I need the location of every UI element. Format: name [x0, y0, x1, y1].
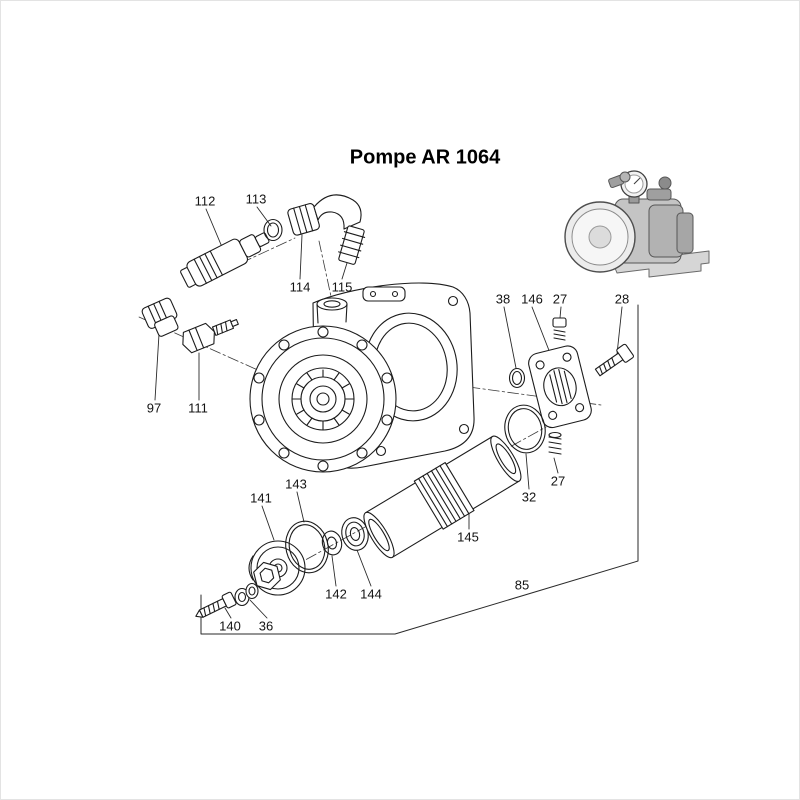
- part-label-113: 113: [245, 191, 267, 207]
- part-label-111: 111: [188, 400, 208, 416]
- part-label-144: 144: [360, 586, 382, 602]
- part-115-elbow-hose-barb: [313, 194, 366, 265]
- part-pump-crankcase: [249, 282, 475, 473]
- part-97-elbow-fitting: [141, 297, 179, 337]
- part-label-32: 32: [521, 489, 537, 505]
- part-28-bolt: [594, 343, 634, 377]
- part-38-o-ring: [508, 367, 526, 389]
- part-label-145: 145: [457, 529, 479, 545]
- assembled-pump-thumbnail: [564, 170, 710, 278]
- part-36-washer: [234, 582, 259, 607]
- part-label-27-lower: 27: [550, 473, 566, 489]
- part-label-38: 38: [495, 291, 511, 307]
- part-label-141: 141: [250, 490, 272, 506]
- part-label-28: 28: [614, 291, 630, 307]
- page-title: Pompe AR 1064: [349, 146, 501, 169]
- part-140-bolt: [195, 591, 237, 618]
- part-label-36: 36: [258, 618, 274, 634]
- assembly-85-bracket: [200, 304, 639, 635]
- part-label-143: 143: [285, 476, 307, 492]
- part-113-o-ring: [263, 218, 283, 242]
- part-label-146: 146: [521, 291, 543, 307]
- part-112-valve-assembly: [180, 232, 270, 288]
- part-label-115: 115: [331, 279, 353, 295]
- leader-lines: [154, 206, 623, 619]
- part-27-lower-valve-spring: [548, 431, 562, 455]
- part-32-o-ring: [504, 404, 546, 454]
- part-145-cylinder-sleeve: [363, 435, 522, 559]
- part-27-upper-valve-spring: [552, 317, 567, 341]
- part-label-85: 85: [514, 577, 530, 593]
- part-label-140: 140: [219, 618, 241, 634]
- part-label-27-upper: 27: [552, 291, 568, 307]
- part-label-142: 142: [325, 586, 347, 602]
- part-label-112: 112: [194, 193, 216, 209]
- part-hex-plug: [253, 561, 281, 591]
- part-142-washer: [321, 530, 343, 556]
- part-label-97: 97: [146, 400, 162, 416]
- part-label-114: 114: [289, 279, 311, 295]
- part-111-nut-fitting: [182, 319, 239, 354]
- flange-bolt-holes: [253, 326, 393, 472]
- part-146-valve-manifold: [528, 345, 592, 429]
